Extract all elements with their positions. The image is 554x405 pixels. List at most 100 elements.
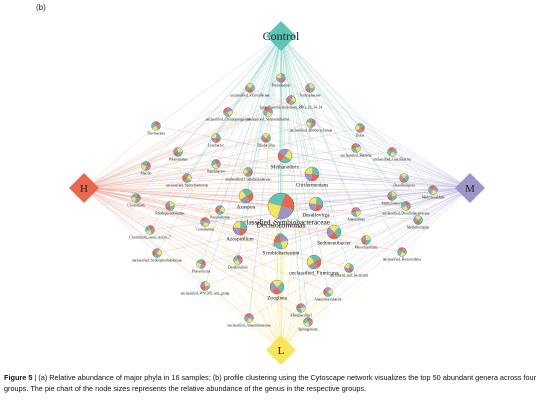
- edge-m: [311, 173, 471, 189]
- genus-node: unclassified_Victivallaceae: [230, 83, 270, 98]
- genus-label: unclassified_Rhodocyclaceae: [290, 129, 333, 133]
- pie-outline: [344, 263, 354, 273]
- pie-slice: [250, 84, 255, 92]
- edge-control: [280, 35, 312, 124]
- pie-slice: [356, 210, 361, 217]
- edge-h: [83, 155, 286, 189]
- edge-h: [83, 77, 282, 189]
- edge-h: [83, 187, 302, 309]
- edge-control: [265, 35, 282, 139]
- genus-node: unclassified_Chitinophagaceae: [206, 107, 251, 122]
- genus-node: unclassified_Syntrophorhabdaceae: [132, 248, 182, 263]
- genus-label: unclassified_Bacteria: [341, 154, 372, 158]
- edge-m: [280, 77, 471, 189]
- edge-control: [280, 35, 329, 293]
- hub-h-diamond: [69, 173, 99, 203]
- pie-slice: [246, 83, 253, 88]
- genus-label: Pseudomonas: [210, 216, 230, 220]
- genus-node: Sphingobium: [298, 317, 318, 332]
- genus-label: Desulfovibrio: [228, 266, 248, 270]
- pie-slice: [264, 107, 270, 112]
- edge-m: [248, 187, 471, 319]
- pie-slice: [245, 313, 252, 318]
- genus-label: Prolixibacter: [272, 84, 291, 88]
- genus-node: unclassified_Comamonadaceae: [225, 167, 271, 182]
- pie-slice: [323, 289, 328, 296]
- edge-l: [239, 227, 282, 351]
- pie-slice: [355, 124, 360, 131]
- pie-slice: [280, 156, 291, 163]
- genus-node: Ignavibacteria_bacterium_RBG_16_34_14: [260, 95, 322, 110]
- pie-slice: [406, 204, 411, 211]
- pie-slice: [247, 318, 253, 323]
- pie-outline: [296, 303, 306, 313]
- pie-slice: [204, 285, 210, 291]
- pie-slice: [216, 205, 223, 210]
- pie-slice: [169, 201, 175, 206]
- pie-slice: [233, 260, 240, 265]
- edge-l: [280, 251, 403, 351]
- pie-outline: [211, 159, 221, 169]
- pie-slice: [169, 205, 175, 211]
- panel-label: (b): [36, 3, 46, 12]
- pie-slice: [328, 288, 333, 295]
- edge-control: [215, 35, 282, 165]
- pie-slice: [303, 322, 310, 327]
- figure-caption: Figure 5 | (a) Relative abundance of maj…: [4, 372, 550, 394]
- genus-node: Clostridium_sensu_stricto_7: [129, 225, 171, 240]
- pie-slice: [281, 73, 286, 79]
- genus-label: Ramlibacter: [207, 170, 225, 174]
- pie-slice: [360, 125, 365, 132]
- edge-h: [83, 177, 188, 189]
- edge-h: [83, 187, 309, 323]
- edge-m: [309, 87, 471, 189]
- genus-node: Thermacetia: [147, 121, 165, 136]
- edge-h: [83, 187, 434, 191]
- genus-label: Methylotenera: [382, 202, 403, 206]
- pie-outline: [267, 192, 295, 220]
- pie-slice: [183, 173, 190, 178]
- pie-slice: [392, 147, 397, 154]
- pie-slice: [152, 126, 158, 131]
- edge-m: [290, 99, 471, 189]
- genus-label: Ignavibacteria_bacterium_RBG_16_34_14: [260, 106, 322, 110]
- pie-slice: [391, 191, 397, 196]
- genus-label: Alberibacillus1: [290, 314, 312, 318]
- pie-slice: [305, 173, 312, 181]
- genus-node: unclassified_Spirochaetaceae: [166, 173, 209, 188]
- pie-slice: [263, 109, 268, 117]
- genus-node: Anaeromyxobacter: [314, 287, 343, 302]
- pie-outline: [401, 201, 411, 211]
- pie-slice: [431, 190, 438, 195]
- pie-slice: [212, 164, 218, 169]
- edge-control: [280, 35, 357, 213]
- genus-label: Lysobacter: [208, 144, 225, 148]
- pie-slice: [239, 190, 246, 200]
- pie-outline: [323, 287, 333, 297]
- pie-outline: [387, 147, 397, 157]
- edge-l: [280, 195, 393, 351]
- edge-m: [355, 147, 471, 189]
- edge-h: [83, 122, 312, 189]
- edge-control: [200, 35, 282, 265]
- genus-node: Citrifermentans: [296, 166, 328, 189]
- pie-slice: [203, 222, 210, 227]
- genus-label: unclassified_Syntrophorhabdaceae: [132, 259, 182, 263]
- hub-m-diamond: [455, 173, 485, 203]
- pie-slice: [270, 281, 277, 292]
- genus-node: Rhodopseudomonas: [155, 201, 185, 216]
- edge-l: [156, 252, 282, 351]
- pie-slice: [296, 303, 301, 309]
- pie-slice: [177, 147, 183, 152]
- pie-slice: [276, 77, 281, 83]
- pie-slice: [296, 308, 303, 313]
- pie-outline: [141, 161, 151, 171]
- genus-node: Anaerolinea: [347, 207, 365, 222]
- pie-slice: [154, 253, 161, 258]
- genus-label: Azospira: [237, 205, 256, 211]
- genus-node: Dechloromonas: [256, 192, 306, 229]
- pie-slice: [387, 196, 393, 201]
- edge-control: [135, 35, 282, 199]
- pie-outline: [306, 254, 322, 270]
- pie-outline: [196, 259, 206, 269]
